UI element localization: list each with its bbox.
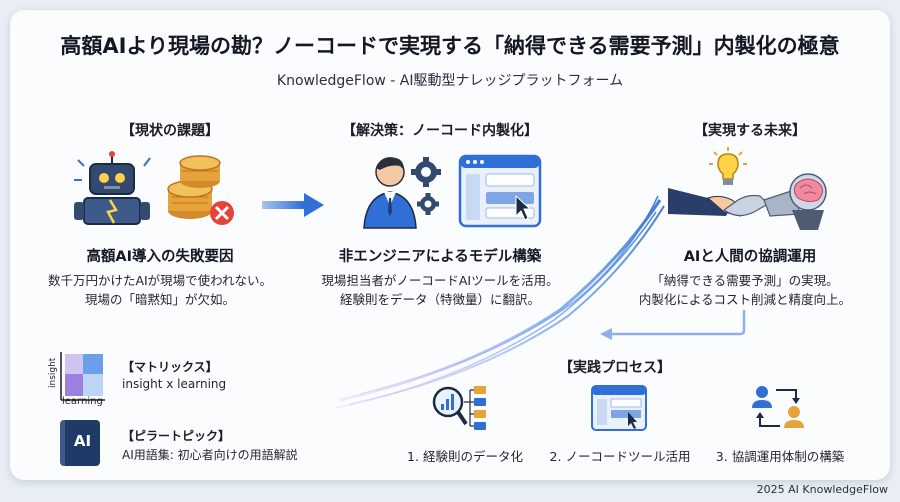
process-step-2: 2. ノーコードツール活用 — [549, 449, 691, 464]
engineer-gear-icon — [363, 157, 441, 229]
solution-desc-line-2: 経験則をデータ（特徴量）に翻訳。 — [339, 292, 540, 307]
team-cycle-icon — [752, 386, 804, 428]
future-description: 「納得できる需要予測」の実現。 内製化によるコスト削減と精度向上。 — [600, 271, 890, 309]
handshake-ai-icon — [668, 173, 827, 230]
problem-title: 高額AI導入の失敗要因 — [86, 249, 234, 265]
solution-desc-line-1: 現場担当者がノーコードAIツールを活用。 — [321, 273, 559, 288]
future-heading: 【実現する未来】 — [694, 123, 806, 139]
future-title: AIと人間の協調運用 — [683, 249, 817, 265]
page-title: 高額AIより現場の勘？ノーコードで実現する「納得できる需要予測」内製化の極意 — [60, 34, 840, 58]
process-arrow-icon — [600, 310, 746, 340]
glossary-book-icon: AI — [60, 420, 100, 466]
matrix-axis-x-label: learning — [62, 396, 103, 407]
matrix-chart-icon: insight — [48, 352, 105, 401]
problem-description: 数千万円かけたAIが現場で使われない。 現場の「暗黙知」が欠如。 — [25, 271, 295, 309]
problem-desc-line-1: 数千万円かけたAIが現場で使われない。 — [47, 273, 273, 288]
arrow-right-icon — [262, 193, 324, 217]
pillar-label: 【ピラートピック】 — [122, 429, 231, 443]
matrix-text: insight x learning — [122, 377, 227, 391]
pillar-text: AI用語集: 初心者向けの用語解説 — [122, 448, 298, 462]
coins-failure-icon — [167, 155, 234, 225]
process-step-3: 3. 協調運用体制の構築 — [715, 449, 845, 464]
nocode-window-icon — [458, 154, 542, 228]
solution-heading: 【解決策：ノーコード内製化】 — [342, 123, 538, 139]
page-subtitle: KnowledgeFlow - AI駆動型ナレッジプラットフォーム — [276, 73, 624, 89]
footer-copyright: 2025 AI KnowledgeFlow — [756, 483, 888, 496]
future-desc-line-2: 内製化によるコスト削減と精度向上。 — [638, 292, 852, 307]
data-search-icon — [432, 386, 486, 430]
glossary-book-label: AI — [73, 432, 92, 450]
nocode-tool-icon — [591, 385, 647, 431]
problem-desc-line-2: 現場の「暗黙知」が欠如。 — [84, 292, 235, 307]
broken-robot-icon — [74, 151, 151, 225]
process-heading: 【実践プロセス】 — [559, 360, 671, 376]
future-desc-line-1: 「納得できる需要予測」の実現。 — [651, 273, 839, 288]
solution-title: 非エンジニアによるモデル構築 — [338, 249, 542, 265]
bulb-icon — [709, 147, 747, 185]
solution-description: 現場担当者がノーコードAIツールを活用。 経験則をデータ（特徴量）に翻訳。 — [290, 271, 590, 309]
flow-ribbon-decoration — [334, 195, 665, 409]
svg-text:insight: insight — [48, 357, 58, 388]
process-step-1: 1. 経験則のデータ化 — [407, 449, 523, 464]
problem-heading: 【現状の課題】 — [121, 123, 219, 139]
matrix-label: 【マトリックス】 — [122, 360, 218, 374]
